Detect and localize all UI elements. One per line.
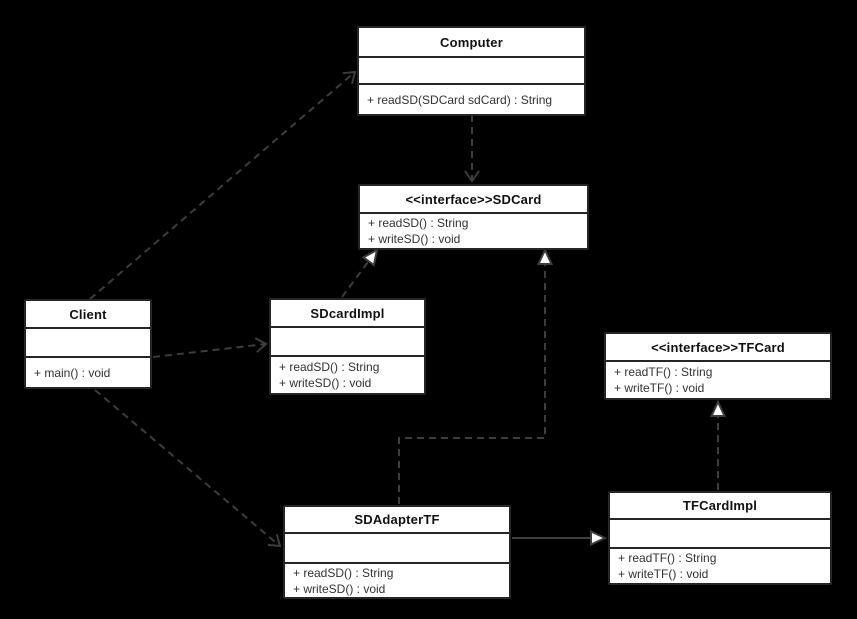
method-label: + readSD() : String <box>279 360 380 374</box>
interface-sdcard: <<interface>>SDCard + readSD() : String … <box>358 184 589 250</box>
class-computer: Computer + readSD(SDCard sdCard) : Strin… <box>357 26 586 116</box>
class-tfcardimpl-title: TFCardImpl <box>682 498 758 513</box>
class-sdadaptertf-title: SDAdapterTF <box>354 512 440 527</box>
class-computer-methods: + readSD(SDCard sdCard) : String <box>359 83 584 114</box>
method-label: + main() : void <box>34 365 111 380</box>
edge-client-to-computer <box>89 70 357 300</box>
interface-tfcard-title: <<interface>>TFCard <box>651 339 785 355</box>
edge-client-to-sdcardimpl <box>152 337 268 358</box>
edge-sdadaptertf-to-sdcard <box>398 247 554 504</box>
interface-sdcard-methods: + readSD() : String + writeSD() : void <box>360 212 587 248</box>
class-tfcardimpl-attributes <box>610 518 830 547</box>
interface-tfcard: <<interface>>TFCard + readTF() : String … <box>604 332 832 400</box>
class-client: Client + main() : void <box>24 299 152 389</box>
class-sdcardimpl-attributes <box>271 326 424 355</box>
class-tfcardimpl-methods: + readTF() : String + writeTF() : void <box>610 547 830 583</box>
method-label: + writeTF() : void <box>618 567 709 581</box>
class-sdadaptertf-attributes <box>285 532 509 562</box>
method-label: + writeSD() : void <box>279 376 372 390</box>
edge-sdcardimpl-to-sdcard <box>341 248 379 298</box>
class-client-title: Client <box>69 306 107 322</box>
method-label: + readTF() : String <box>618 551 717 565</box>
class-sdadaptertf-methods: + readSD() : String + writeSD() : void <box>285 562 509 597</box>
class-computer-attributes <box>359 56 584 83</box>
method-label: + readSD() : String <box>293 565 394 580</box>
class-sdcardimpl-title: SDcardImpl <box>310 305 385 321</box>
method-label: + readSD() : String <box>368 216 469 230</box>
method-label: + readSD(SDCard sdCard) : String <box>367 92 553 107</box>
class-client-attributes <box>26 327 150 356</box>
class-tfcardimpl: TFCardImpl + readTF() : String + writeTF… <box>608 491 832 585</box>
class-sdadaptertf: SDAdapterTF + readSD() : String + writeS… <box>283 505 511 599</box>
class-sdcardimpl-methods: + readSD() : String + writeSD() : void <box>271 355 424 393</box>
method-label: + writeTF() : void <box>614 381 705 395</box>
method-label: + writeSD() : void <box>368 232 461 246</box>
method-label: + writeSD() : void <box>293 581 386 596</box>
interface-tfcard-methods: + readTF() : String + writeTF() : void <box>606 360 830 398</box>
interface-sdcard-title: <<interface>>SDCard <box>405 191 542 207</box>
class-computer-title: Computer <box>440 34 503 50</box>
edge-client-to-sdadaptertf <box>94 389 282 548</box>
class-sdcardimpl: SDcardImpl + readSD() : String + writeSD… <box>269 298 426 395</box>
method-label: + readTF() : String <box>614 365 713 379</box>
class-client-methods: + main() : void <box>26 356 150 387</box>
